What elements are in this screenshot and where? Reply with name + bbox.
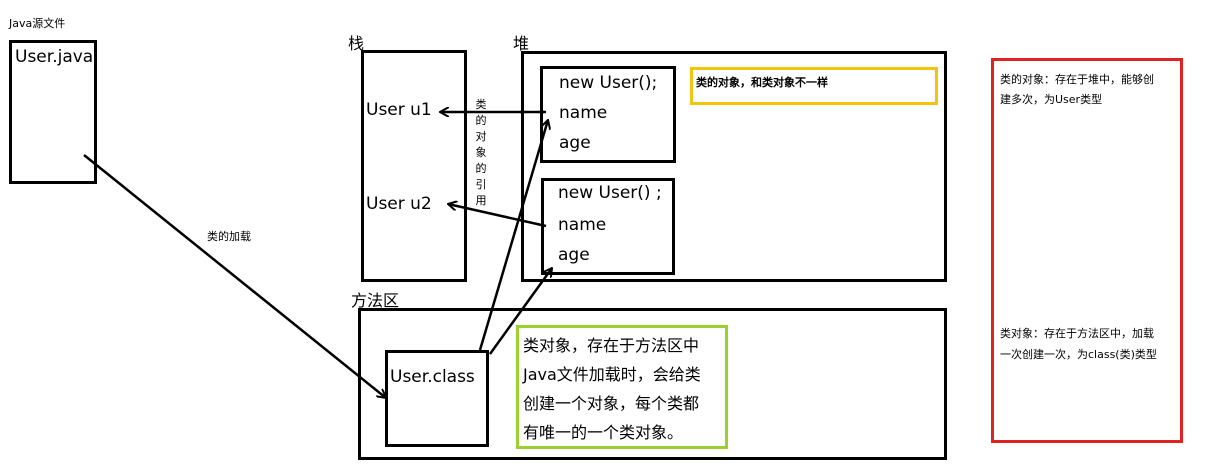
source-file-name: User.java (15, 47, 94, 67)
stack-box (361, 50, 467, 282)
method-note-line-1: 类对象，存在于方法区中 (523, 336, 700, 355)
object2-field-name: name (558, 215, 607, 235)
object2-field-age: age (558, 245, 590, 265)
stack-title: 栈 (348, 34, 365, 53)
heap-note-box: 类的对象，和类对象不一样 (690, 67, 938, 105)
class-file-box: User.class (385, 350, 489, 447)
class-to-object2-arrow (488, 268, 552, 355)
stack-var-u1: User u1 (366, 100, 432, 120)
object2-constructor: new User() ; (558, 183, 662, 203)
object1-field-name: name (559, 103, 608, 123)
method-note-line-4: 有唯一的一个类对象。 (523, 423, 684, 442)
heap-title: 堆 (513, 34, 530, 53)
class-file-name: User.class (390, 367, 475, 387)
class-loading-arrow (83, 154, 386, 398)
heap-note-text: 类的对象，和类对象不一样 (696, 76, 828, 89)
method-note-line-2: Java文件加载时，会给类 (523, 365, 701, 384)
method-note-line-3: 创建一个对象，每个类都 (523, 394, 700, 413)
method-area-title: 方法区 (351, 291, 400, 310)
source-file-box: User.java (9, 40, 97, 184)
legend-class-note-line-2: 一次创建一次，为class(类)类型 (1000, 348, 1157, 361)
heap-object-2: new User() ; name age (541, 178, 675, 275)
stack-var-u2: User u2 (366, 194, 432, 214)
object1-field-age: age (559, 133, 591, 153)
method-area-box (358, 308, 947, 460)
reference-label: 类的对象的引用 (475, 98, 487, 207)
heap-box (521, 51, 947, 282)
heap-object-1: new User(); name age (540, 66, 676, 163)
source-section-title: Java源文件 (9, 17, 66, 30)
class-loading-label: 类的加载 (207, 230, 251, 243)
object1-constructor: new User(); (559, 73, 658, 93)
method-area-note-box: 类对象，存在于方法区中 Java文件加载时，会给类 创建一个对象，每个类都 有唯… (516, 325, 728, 449)
legend-object-note-line-1: 类的对象：存在于堆中，能够创 (1000, 73, 1154, 86)
legend-class-note-line-1: 类对象：存在于方法区中，加载 (1000, 327, 1154, 340)
legend-box: 类的对象：存在于堆中，能够创 建多次，为User类型 类对象：存在于方法区中，加… (991, 58, 1183, 443)
legend-object-note-line-2: 建多次，为User类型 (1000, 93, 1103, 106)
class-to-object1-arrow (478, 120, 548, 351)
